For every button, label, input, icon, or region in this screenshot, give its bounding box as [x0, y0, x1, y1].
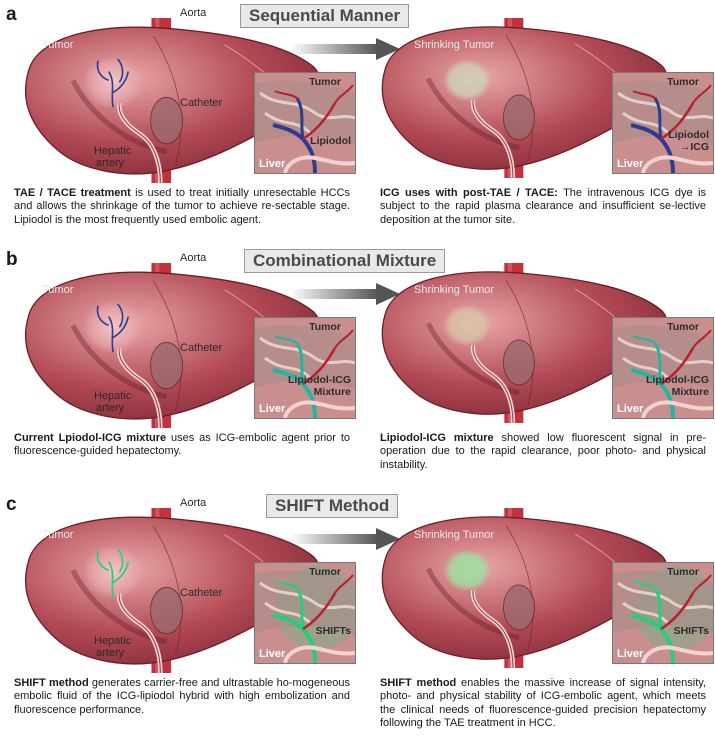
figure-panel: c SHIFT Method: [0, 490, 715, 735]
inset-agent-label: SHIFTs: [315, 625, 351, 637]
caption-text: The intravenous ICG dye is subject to th…: [380, 187, 706, 226]
liver-illustration-icon: [381, 18, 668, 179]
shrinking-tumor-label: Shrinking Tumor: [414, 39, 495, 51]
method-title: Combinational Mixture: [244, 249, 446, 273]
caption-text: showed low fluorescent signal in pre-ope…: [380, 432, 706, 471]
method-title: SHIFT Method: [266, 494, 399, 518]
inset-liver-label: Liver: [617, 648, 644, 660]
right-arrow-icon: [290, 528, 400, 550]
caption-bold: SHIFT method: [14, 677, 89, 689]
catheter-label: Catheter: [180, 342, 223, 354]
artery-label: artery: [96, 402, 125, 414]
caption-text: uses as ICG-embolic agent prior to fluor…: [14, 432, 350, 458]
vessel-inset-icon: [613, 73, 713, 173]
caption-text: generates carrier-free and ultrastable h…: [14, 677, 350, 716]
liver-illustration-icon: [381, 508, 668, 669]
caption-bold: TAE / TACE treatment: [14, 187, 131, 199]
inset-liver-label: Liver: [259, 403, 286, 415]
inset-tumor-label: Tumor: [309, 76, 341, 88]
method-title: Sequential Manner: [240, 4, 410, 28]
inset-tumor-label: Tumor: [309, 566, 341, 578]
hepatic-label: Hepatic: [94, 145, 132, 157]
hepatic-label: Hepatic: [94, 390, 132, 402]
vessel-inset-icon: [255, 563, 355, 663]
caption-bold: Lipiodol-ICG mixture: [380, 432, 494, 444]
inset-liver-label: Liver: [259, 158, 286, 170]
artery-label: artery: [96, 157, 125, 169]
inset-agent-label: Lipiodol-ICG: [646, 374, 709, 386]
tumor-label: Tumor: [42, 39, 74, 51]
right-caption: Lipiodol-ICG mixture showed low fluoresc…: [380, 432, 706, 472]
inset-agent-label: Lipiodol: [310, 135, 351, 147]
inset-liver-label: Liver: [617, 403, 644, 415]
inset-agent-label: SHIFTs: [673, 625, 709, 637]
caption-bold: SHIFT method: [380, 677, 457, 689]
left-caption: SHIFT method generates carrier-free and …: [14, 677, 350, 717]
figure-panel: b Combinational Mixture: [0, 245, 715, 490]
tumor-label: Tumor: [42, 529, 74, 541]
panel-letter: c: [6, 494, 17, 515]
aorta-label: Aorta: [180, 7, 207, 19]
artery-label: artery: [96, 647, 125, 659]
liver-illustration-icon: [24, 508, 320, 674]
aorta-label: Aorta: [180, 252, 207, 264]
vessel-inset-icon: [613, 563, 713, 663]
vessel-inset-icon: [255, 73, 355, 173]
panel-letter: a: [6, 4, 17, 25]
inset-agent-label: Lipiodol-ICG: [288, 374, 351, 386]
shrinking-tumor-label: Shrinking Tumor: [414, 529, 495, 541]
hepatic-label: Hepatic: [94, 635, 132, 647]
shrinking-tumor-label: Shrinking Tumor: [414, 284, 495, 296]
caption-bold: Current Lpiodol-ICG mixture: [14, 432, 167, 444]
right-arrow-icon: [290, 38, 400, 60]
caption-text: enables the massive increase of signal i…: [380, 677, 706, 730]
panel-letter: b: [6, 249, 18, 270]
vessel-inset-icon: [613, 318, 713, 418]
inset-agent-label: Lipiodol: [668, 129, 709, 141]
liver-illustration-icon: [381, 263, 668, 424]
inset-liver-label: Liver: [259, 648, 286, 660]
inset-tumor-label: Tumor: [667, 76, 699, 88]
catheter-label: Catheter: [180, 97, 223, 109]
catheter-label: Catheter: [180, 587, 223, 599]
tumor-label: Tumor: [42, 284, 74, 296]
inset-tumor-label: Tumor: [667, 566, 699, 578]
inset-tumor-label: Tumor: [667, 321, 699, 333]
right-arrow-icon: [290, 283, 400, 305]
caption-bold: ICG uses with post-TAE / TACE:: [380, 187, 558, 199]
inset-agent-label: Mixture: [313, 386, 351, 398]
vessel-inset-icon: [255, 318, 355, 418]
inset-tumor-label: Tumor: [309, 321, 341, 333]
figure-panel: a Sequential Manner: [0, 0, 715, 245]
right-caption: SHIFT method enables the massive increas…: [380, 677, 706, 731]
aorta-label: Aorta: [180, 497, 207, 509]
left-caption: TAE / TACE treatment is used to treat in…: [14, 187, 350, 227]
caption-text: is used to treat initially unresectable …: [14, 187, 350, 226]
liver-illustration-icon: [24, 263, 320, 429]
inset-liver-label: Liver: [617, 158, 644, 170]
right-caption: ICG uses with post-TAE / TACE: The intra…: [380, 187, 706, 227]
inset-agent-label: →ICG: [679, 141, 709, 153]
inset-agent-label: Mixture: [671, 386, 709, 398]
left-caption: Current Lpiodol-ICG mixture uses as ICG-…: [14, 432, 350, 459]
liver-illustration-icon: [24, 18, 320, 184]
